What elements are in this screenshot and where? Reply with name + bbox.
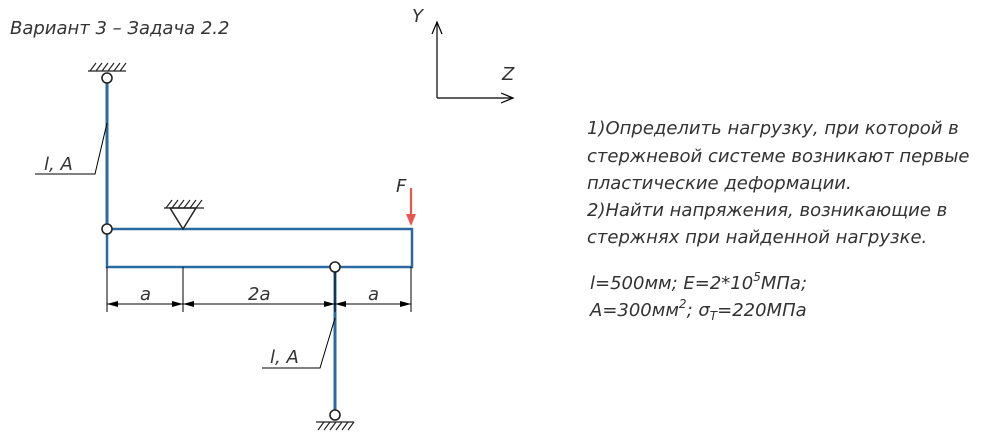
- param-l-and-e: l=500мм; E=2*10: [590, 273, 753, 294]
- given-parameters: l=500мм; E=2*105МПа; A=300мм2; σT=220МПа: [589, 270, 807, 323]
- z-axis-arrow: [500, 92, 515, 104]
- beam-hinge-support: [164, 199, 204, 231]
- top-rod-leader: [35, 122, 108, 175]
- force-label: F: [396, 176, 407, 197]
- bottom-rod-label: l, A: [270, 347, 299, 368]
- bottom-fixed-support: [316, 421, 355, 431]
- task-statement: 1)Определить нагрузку, при которой в сте…: [587, 118, 970, 248]
- param-sigma: ; σ: [687, 300, 711, 321]
- bottom-rod-upper-pin: [329, 261, 341, 273]
- param-line-2: A=300мм2; σT=220МПа: [589, 297, 807, 323]
- task-line-2: стержневой системе возникают первые: [587, 146, 970, 167]
- beam-left-pin: [101, 223, 113, 235]
- param-e-exponent: 5: [753, 270, 761, 284]
- task-line-5: стержнях при найденной нагрузке.: [587, 227, 927, 248]
- rigid-beam: [105, 227, 414, 269]
- param-e-unit: МПа;: [761, 273, 807, 294]
- top-rod-label: l, A: [44, 154, 73, 175]
- y-axis-label: Y: [412, 6, 425, 27]
- dim-right-label: a: [368, 284, 379, 305]
- param-line-1: l=500мм; E=2*105МПа;: [590, 270, 807, 294]
- coordinate-axes: Y Z: [412, 6, 515, 104]
- z-axis-label: Z: [501, 64, 515, 85]
- dim-left-label: a: [140, 284, 151, 305]
- param-area-exponent: 2: [679, 297, 687, 311]
- top-fixed-support: [88, 62, 127, 72]
- task-line-4: 2)Найти напряжения, возникающие в: [587, 200, 947, 221]
- task-line-1: 1)Определить нагрузку, при которой в: [587, 118, 959, 139]
- dimension-lines: [106, 267, 412, 312]
- top-rod-upper-pin: [101, 72, 113, 84]
- param-sigma-value: =220МПа: [717, 300, 807, 321]
- bottom-rod-leader: [262, 317, 336, 369]
- dim-middle-label: 2a: [248, 284, 270, 305]
- force-arrow: [406, 188, 416, 226]
- task-line-3: пластические деформации.: [587, 173, 852, 194]
- param-sigma-subscript: T: [710, 309, 719, 323]
- bottom-rod-lower-pin: [329, 409, 341, 421]
- y-axis-arrow: [431, 20, 443, 35]
- diagram-title: Вариант 3 – Задача 2.2: [10, 18, 229, 39]
- param-area: A=300мм: [589, 300, 679, 321]
